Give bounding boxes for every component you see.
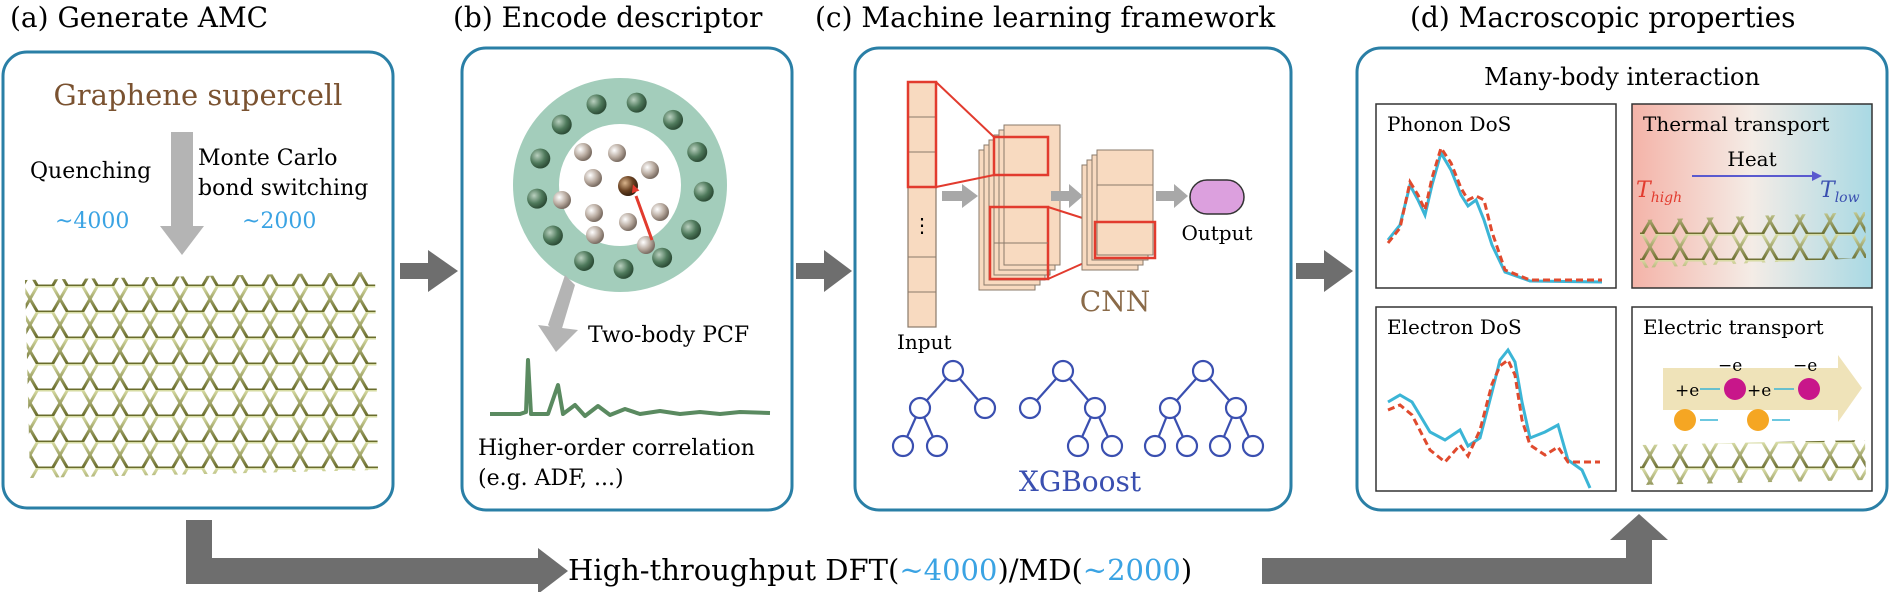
arrow-c-to-d: [1296, 250, 1353, 292]
output-label: Output: [1181, 221, 1252, 245]
panel-d-title: (d) Macroscopic properties: [1410, 1, 1796, 34]
inner-atoms: [553, 143, 669, 254]
inner-atom: [574, 143, 592, 161]
outer-atom: [687, 141, 708, 162]
higher-order-label-2: (e.g. ADF, ...): [478, 466, 624, 491]
hole-particle-2: [1747, 409, 1769, 431]
conv-layer-1: [978, 124, 1061, 291]
t-low-subscript: low: [1835, 190, 1860, 206]
quenching-count: ~4000: [55, 209, 129, 234]
ht-md-count: ~2000: [1083, 553, 1181, 587]
t-high-symbol: T: [1636, 178, 1653, 203]
amorphous-carbon-lattice: [25, 272, 378, 478]
inner-atom: [619, 213, 637, 231]
outer-atom: [551, 114, 572, 135]
cnn-flow-arrows: [942, 184, 1188, 208]
electron-dos-label: Electron DoS: [1387, 315, 1522, 339]
phonon-dos-curve-blue: [1386, 149, 1603, 284]
inner-atom: [608, 144, 626, 162]
arrow-a-to-b: [400, 250, 458, 292]
panel-c-title: (c) Machine learning framework: [815, 1, 1276, 34]
neg-e-label-2: −e: [1793, 356, 1817, 376]
pos-e-label-2: +e: [1747, 381, 1771, 401]
bottom-flow-arrow: [186, 514, 1668, 592]
input-ellipsis: ⋮: [912, 213, 932, 237]
cnn-label: CNN: [1080, 285, 1150, 318]
t-low-symbol: T: [1820, 178, 1837, 203]
t-high-subscript: high: [1651, 190, 1682, 206]
ht-suffix: ): [1181, 553, 1192, 587]
outer-atom: [613, 258, 634, 279]
outer-atom: [586, 94, 607, 115]
outer-atom: [663, 109, 684, 130]
outer-atom: [574, 250, 595, 271]
inner-atom: [585, 204, 603, 222]
outer-atom: [626, 92, 647, 113]
conv-layer-2: [1081, 149, 1157, 271]
electron-particle-2: [1798, 378, 1820, 400]
high-throughput-label: High-throughput DFT(~4000)/MD(~2000): [568, 553, 1192, 587]
inner-atom: [651, 203, 669, 221]
outer-atom: [527, 188, 548, 209]
outer-atom: [652, 247, 673, 268]
outer-atom: [693, 181, 714, 202]
monte-carlo-label-2: bond switching: [198, 176, 368, 201]
panel-b-title: (b) Encode descriptor: [453, 1, 763, 34]
quenching-label: Quenching: [30, 159, 151, 184]
monte-carlo-label-1: Monte Carlo: [198, 146, 338, 171]
t-low-label: Tlow: [1820, 178, 1860, 206]
panel-a-title: (a) Generate AMC: [10, 1, 268, 34]
electric-transport-label: Electric transport: [1643, 315, 1824, 339]
pcf-curve: [490, 358, 771, 418]
arrow-b-to-c: [796, 250, 852, 292]
heat-arrow-head: [1812, 171, 1822, 181]
outer-atom: [681, 219, 702, 240]
pair-distance-arrow: [634, 195, 654, 241]
hole-particle-1: [1674, 409, 1696, 431]
two-body-pcf-label: Two-body PCF: [588, 323, 749, 348]
xgboost-trees: [891, 359, 1265, 458]
t-high-label: Thigh: [1636, 178, 1682, 206]
electron-dos-curve-red: [1387, 357, 1600, 465]
thermal-transport-label: Thermal transport: [1643, 112, 1829, 136]
inner-atom: [584, 169, 602, 187]
thermal-lattice: [1640, 212, 1866, 268]
ht-dft-count: ~4000: [899, 553, 997, 587]
pos-e-label-1: +e: [1675, 381, 1699, 401]
inner-atom: [641, 161, 659, 179]
outer-shell-atoms: [527, 92, 714, 279]
outer-atom: [542, 225, 563, 246]
electron-particle-1: [1724, 378, 1746, 400]
neg-e-label-1: −e: [1718, 356, 1742, 376]
inner-atom: [553, 191, 571, 209]
input-layer: [906, 80, 938, 328]
many-body-subtitle: Many-body interaction: [1484, 63, 1760, 91]
graphene-supercell-heading: Graphene supercell: [54, 78, 343, 112]
inner-atom: [586, 226, 604, 244]
pair-arrow-head-1: [631, 184, 640, 194]
ht-prefix: High-throughput DFT(: [568, 553, 899, 587]
electron-dos-box: [1375, 306, 1617, 492]
output-node: [1189, 179, 1245, 215]
heat-label: Heat: [1727, 147, 1776, 171]
higher-order-label-1: Higher-order correlation: [478, 436, 755, 461]
electric-lattice: [1640, 440, 1866, 485]
phonon-dos-label: Phonon DoS: [1387, 112, 1511, 136]
center-atom: [618, 176, 638, 196]
ht-mid: )/MD(: [997, 553, 1082, 587]
xgboost-label: XGBoost: [1019, 465, 1142, 498]
input-label: Input: [897, 330, 952, 354]
inner-atom: [637, 236, 655, 254]
outer-atom: [530, 148, 551, 169]
pcf-arrow: [538, 275, 578, 352]
monte-carlo-count: ~2000: [242, 209, 316, 234]
downward-arrow: [160, 132, 204, 255]
current-band-arrow: [1663, 355, 1862, 422]
phonon-dos-curve-red: [1386, 144, 1602, 282]
electron-dos-curve-blue: [1387, 347, 1592, 489]
